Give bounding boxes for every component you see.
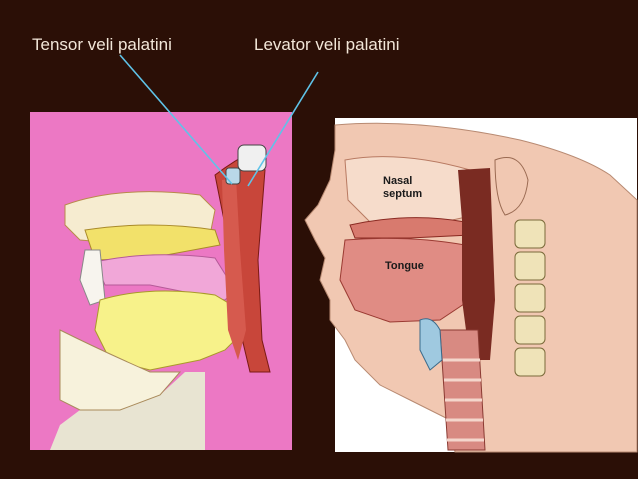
cervical-spine <box>514 219 546 377</box>
teeth <box>79 249 106 306</box>
tensor-veli-palatini-label: Tensor veli palatini <box>32 35 172 54</box>
tongue-label: Tongue <box>385 260 424 272</box>
levator-veli-palatini-label: Levator veli palatini <box>254 35 400 54</box>
mandible <box>59 329 182 411</box>
nasal-label-line1: Nasal <box>383 175 412 187</box>
tensor-pointer-line <box>119 54 233 185</box>
left-panel-palate-diagram <box>30 112 292 450</box>
ear <box>494 157 529 216</box>
palate <box>349 217 471 239</box>
trachea <box>439 329 486 451</box>
levator-pointer-line <box>247 71 319 187</box>
tongue-mass <box>339 237 471 323</box>
nasal-label-line2: septum <box>383 188 422 200</box>
pharynx <box>458 168 495 360</box>
pointer-lines <box>119 54 319 187</box>
tensor-muscle <box>222 178 246 360</box>
tracheal-rings <box>443 358 484 442</box>
eustachian-tube-cartilage <box>237 144 267 172</box>
hard-palate <box>84 224 221 261</box>
right-panel-head-section: Nasal septum Tongue <box>304 118 638 453</box>
larynx <box>419 318 443 371</box>
hamulus <box>225 167 241 185</box>
nose-region <box>30 127 110 205</box>
tongue-yellow <box>94 290 246 371</box>
